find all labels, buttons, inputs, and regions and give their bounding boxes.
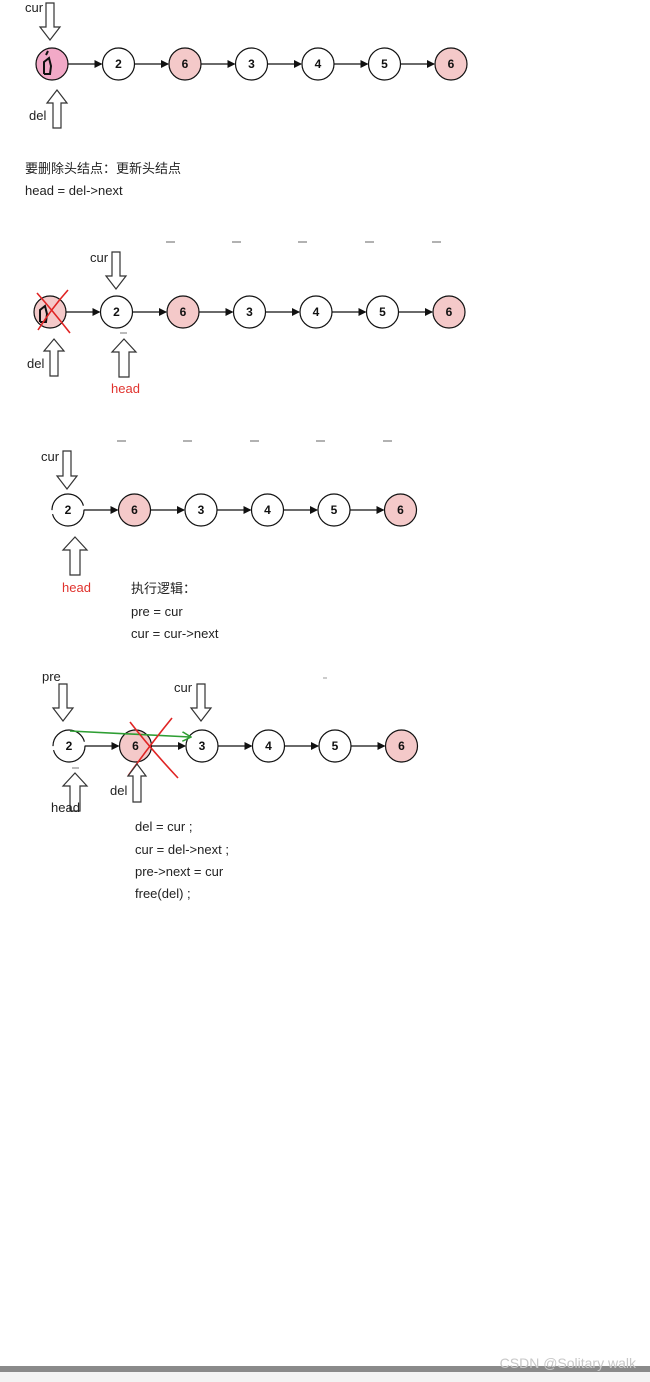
- bottom-scrollbar[interactable]: [0, 1366, 650, 1372]
- node-value: 4: [315, 57, 322, 71]
- code-line-4: free(del) ;: [135, 886, 191, 901]
- list-node: [384, 729, 419, 763]
- list-node: [299, 295, 333, 329]
- pre-pointer-arrow: [51, 683, 75, 722]
- head-label: head: [51, 800, 80, 815]
- panel-3-nodes: 2 6 3 4 5 6: [51, 493, 418, 527]
- del-label: del: [110, 783, 127, 798]
- panel-2-nodes: 2 6 3 4 5 6: [33, 295, 466, 329]
- cur-pointer-arrow: [104, 251, 128, 290]
- panel-1: 2 6 3 4 5 6 cur del 要删除头结点：更新头结点 head = del->…: [25, 0, 468, 198]
- cur-pointer-arrow: [189, 683, 213, 722]
- code-line-2: cur = del->next ;: [135, 842, 229, 857]
- cur-label: cur: [25, 0, 44, 15]
- list-node: [168, 47, 202, 81]
- head-pointer-arrow: [61, 772, 89, 812]
- cur-pointer-arrow: [38, 2, 62, 41]
- scribble-mark: [43, 50, 53, 75]
- node-value: 6: [446, 305, 453, 319]
- delete-cross: [36, 289, 71, 334]
- node-value: 5: [332, 739, 339, 753]
- list-node: [432, 295, 466, 329]
- note-line-2: head = del->next: [25, 183, 123, 198]
- list-node: [35, 47, 69, 81]
- node-value: 4: [265, 739, 272, 753]
- del-label: del: [29, 108, 46, 123]
- logic-line-1: pre = cur: [131, 604, 183, 619]
- panel-4: 2 6 3 4 5 6 pre cur del head del = cur ; cur …: [42, 669, 419, 901]
- node-value: 5: [381, 57, 388, 71]
- list-node: [184, 493, 218, 527]
- list-node: [232, 295, 267, 329]
- node-value: 6: [397, 503, 404, 517]
- list-node: [383, 493, 418, 527]
- scribble-mark: [39, 304, 49, 323]
- node-value: 6: [131, 503, 138, 517]
- list-node: [166, 295, 200, 329]
- pre-label: pre: [42, 669, 61, 684]
- node-value: 3: [199, 739, 206, 753]
- cur-label: cur: [90, 250, 109, 265]
- list-node: [234, 47, 269, 81]
- del-pointer-arrow: [42, 338, 66, 377]
- cur-label: cur: [41, 449, 60, 464]
- list-node: [318, 729, 352, 763]
- watermark: CSDN @Solitary walk: [499, 1355, 636, 1371]
- panel-4-nodes: 2 6 3 4 5 6: [52, 729, 419, 763]
- cur-pointer-arrow: [55, 450, 79, 490]
- node-value: 3: [248, 57, 255, 71]
- list-node: [251, 729, 286, 763]
- list-node: [367, 47, 402, 81]
- code-line-3: pre->next = cur: [135, 864, 224, 879]
- panel-2: 2 6 3 4 5 6 cur del head: [27, 250, 466, 396]
- node-value: 2: [113, 305, 120, 319]
- node-value: 2: [115, 57, 122, 71]
- node-value: 5: [379, 305, 386, 319]
- node-value: 2: [65, 503, 72, 517]
- node-value: 5: [331, 503, 338, 517]
- bottom-strip: [0, 1372, 650, 1382]
- del-pointer-arrow: [45, 89, 69, 129]
- node-value: 6: [132, 739, 139, 753]
- node-value: 4: [313, 305, 320, 319]
- logic-title: 执行逻辑：: [131, 581, 196, 596]
- head-label: head: [62, 580, 91, 595]
- head-pointer-arrow: [61, 536, 89, 576]
- node-value: 2: [66, 739, 73, 753]
- list-node: [51, 493, 85, 527]
- head-label: head: [111, 381, 140, 396]
- logic-line-2: cur = cur->next: [131, 626, 219, 641]
- list-node: [99, 295, 134, 329]
- node-value: 3: [246, 305, 253, 319]
- node-value: 6: [448, 57, 455, 71]
- list-node: [250, 493, 285, 527]
- list-node: [101, 47, 136, 81]
- panel-3: 2 6 3 4 5 6 cur head 执行逻辑： pre = cur cur = cu…: [41, 449, 418, 641]
- bypass-link-arrow: [69, 730, 190, 737]
- node-value: 6: [182, 57, 189, 71]
- del-label: del: [27, 356, 44, 371]
- cur-label: cur: [174, 680, 193, 695]
- node-value: 4: [264, 503, 271, 517]
- node-value: 3: [198, 503, 205, 517]
- node-value: 6: [398, 739, 405, 753]
- list-node: [317, 493, 351, 527]
- list-node: [365, 295, 400, 329]
- del-pointer-arrow: [126, 763, 148, 803]
- head-pointer-arrow: [110, 338, 138, 378]
- list-node: [434, 47, 468, 81]
- panel-1-nodes: 2 6 3 4 5 6: [35, 47, 468, 81]
- code-line-1: del = cur ;: [135, 819, 192, 834]
- note-line-1: 要删除头结点：更新头结点: [25, 161, 181, 176]
- list-node: [185, 729, 219, 763]
- node-value: 6: [180, 305, 187, 319]
- list-node: [301, 47, 335, 81]
- list-node: [117, 493, 152, 527]
- list-node: [52, 729, 86, 763]
